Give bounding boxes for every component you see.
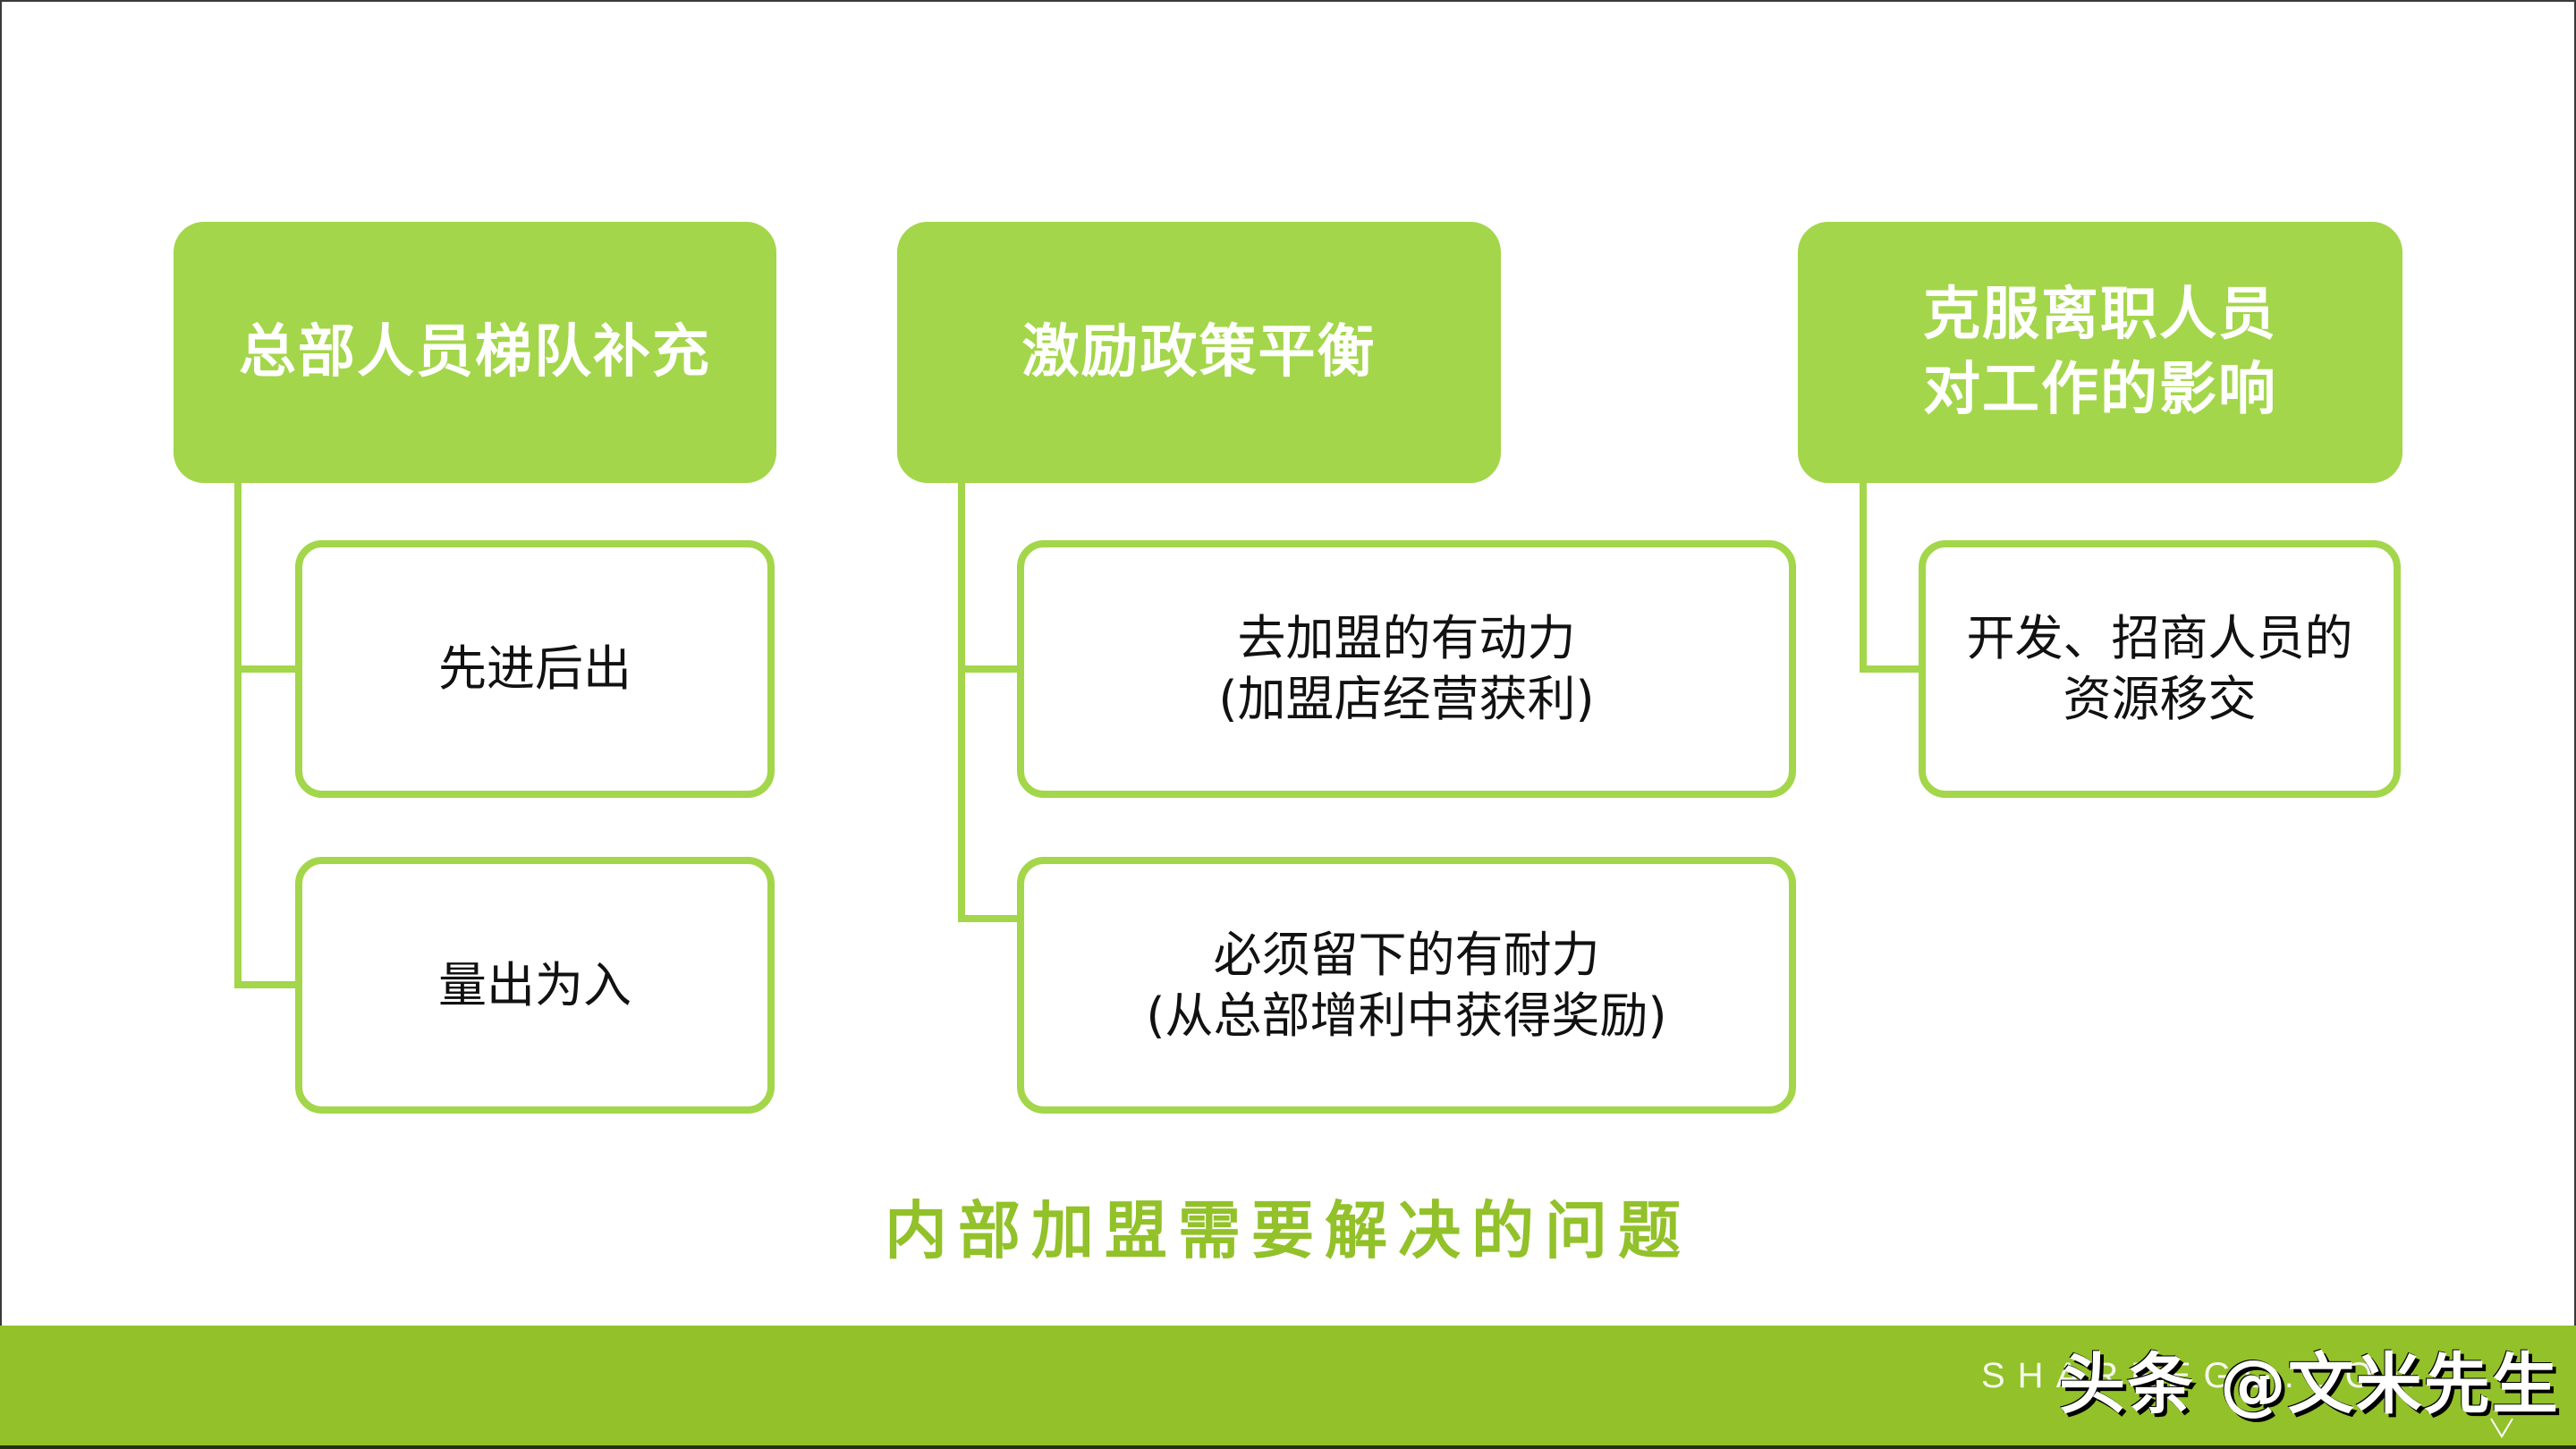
item-text: 必须留下的有耐力 (从总部增利中获得奖励) [1146,926,1667,1044]
item-text: 开发、招商人员的 资源移交 [1966,610,2353,727]
watermark: 头条 @文米先生 [2059,1346,2560,1423]
connector-horizontal [234,665,299,673]
item-box: 量出为入 [295,857,775,1114]
connector-horizontal [234,981,299,988]
footer-band [0,1326,2576,1449]
item-box: 先进后出 [295,540,775,798]
category-box-staff-turnover: 克服离职人员 对工作的影响 [1798,222,2402,483]
item-box: 去加盟的有动力 (加盟店经营获利) [1017,540,1796,798]
item-box: 开发、招商人员的 资源移交 [1919,540,2401,798]
item-text: 去加盟的有动力 (加盟店经营获利) [1218,610,1595,727]
connector-vertical [1860,483,1867,673]
category-title: 激励政策平衡 [1021,319,1377,386]
category-box-headquarters-staffing: 总部人员梯队补充 [174,222,776,483]
item-text: 量出为入 [438,956,631,1013]
item-text: 先进后出 [438,640,631,697]
category-title: 克服离职人员 对工作的影响 [1923,282,2277,423]
item-box: 必须留下的有耐力 (从总部增利中获得奖励) [1017,857,1796,1114]
category-title: 总部人员梯队补充 [239,319,711,386]
footer-bottom-line [0,1445,2576,1449]
connector-vertical [234,483,242,988]
connector-vertical [958,483,965,922]
footer-brand-text: SHAREEGG.COM [1981,1356,2428,1395]
connector-horizontal [958,915,1022,922]
category-box-incentive-policy: 激励政策平衡 [897,222,1501,483]
chevron-down-icon [2490,1418,2513,1438]
connector-horizontal [1860,665,1924,673]
slide-caption: 内部加盟需要解决的问题 [885,1194,1691,1267]
connector-horizontal [958,665,1022,673]
